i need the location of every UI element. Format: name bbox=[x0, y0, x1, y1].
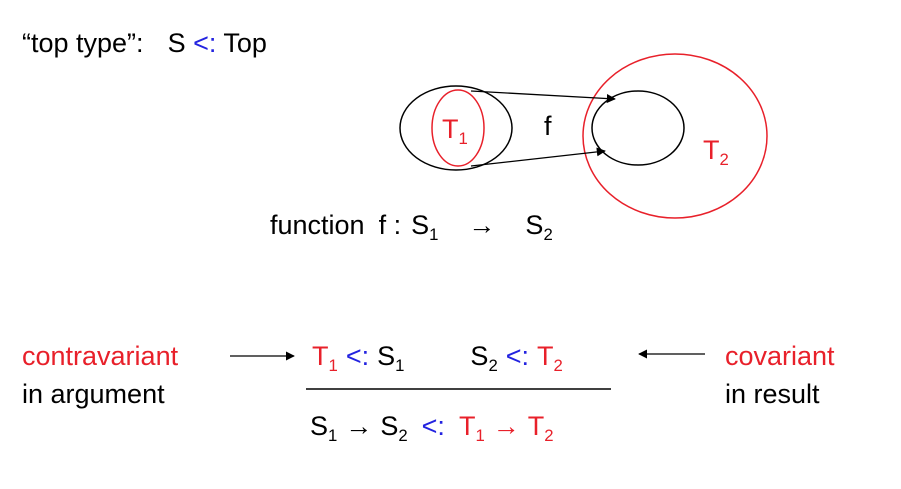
conclusion-arrow-1: → bbox=[345, 411, 373, 441]
conclusion-s1: S bbox=[310, 411, 329, 441]
t2-label: T2 bbox=[703, 135, 729, 168]
conclusion-arrow-2: → bbox=[492, 411, 520, 441]
s2-codomain-ellipse bbox=[591, 90, 685, 166]
premise-s2: S bbox=[470, 341, 489, 371]
conclusion-subtype-op: <: bbox=[421, 411, 445, 441]
conclusion-t1-sub: 1 bbox=[475, 425, 485, 445]
contravariant-label: contravariant bbox=[22, 341, 179, 371]
top-type-subtype-operator: <: bbox=[193, 28, 217, 58]
conclusion-t2: T bbox=[527, 411, 545, 441]
function-arrow: → bbox=[468, 210, 496, 240]
covariant-label: covariant bbox=[725, 341, 835, 371]
rule-conclusion: S1→S2<:T1→T2 bbox=[310, 411, 554, 444]
s1-domain-ellipse bbox=[399, 85, 513, 171]
in-argument-label: in argument bbox=[22, 379, 165, 409]
top-type-quote: “top type”: bbox=[22, 28, 144, 58]
premise-t1: T bbox=[312, 341, 329, 371]
t1-label-sub: 1 bbox=[458, 128, 468, 148]
premise-s1-sub: 1 bbox=[395, 355, 405, 375]
conclusion-s2: S bbox=[380, 411, 399, 441]
mapping-arrow-bottom bbox=[470, 147, 606, 167]
premise-t2-sub: 2 bbox=[553, 355, 563, 375]
t1-label: T1 bbox=[442, 114, 468, 147]
mapping-arrow-top bbox=[470, 90, 616, 104]
function-s2-sub: 2 bbox=[543, 224, 553, 244]
premise-s1: S bbox=[377, 341, 396, 371]
t1-label-base: T bbox=[442, 114, 459, 144]
function-s1: S bbox=[411, 210, 430, 240]
premise-s2-sub: 2 bbox=[488, 355, 498, 375]
premise-subtype-op-1: <: bbox=[345, 341, 370, 371]
function-s1-sub: 1 bbox=[429, 224, 439, 244]
f-label: f bbox=[544, 111, 552, 141]
premise-t1-sub: 1 bbox=[328, 355, 338, 375]
function-name: f : bbox=[378, 210, 402, 240]
conclusion-t2-sub: 2 bbox=[544, 425, 554, 445]
premise-t2: T bbox=[537, 341, 554, 371]
top-type-top: Top bbox=[223, 28, 267, 58]
top-type-line: “top type”: S <: Top bbox=[22, 30, 267, 57]
in-result-label: in result bbox=[725, 379, 820, 409]
function-s2: S bbox=[525, 210, 544, 240]
t2-label-base: T bbox=[703, 135, 720, 165]
t1-subset-ellipse bbox=[431, 89, 485, 167]
premise-subtype-op-2: <: bbox=[505, 341, 530, 371]
function-keyword: function bbox=[270, 210, 365, 240]
conclusion-s2-sub: 2 bbox=[398, 425, 408, 445]
t2-label-sub: 2 bbox=[719, 149, 729, 169]
conclusion-t1: T bbox=[458, 411, 476, 441]
conclusion-s1-sub: 1 bbox=[328, 425, 338, 445]
t2-superset-ellipse bbox=[582, 53, 768, 219]
top-type-s: S bbox=[167, 28, 186, 58]
